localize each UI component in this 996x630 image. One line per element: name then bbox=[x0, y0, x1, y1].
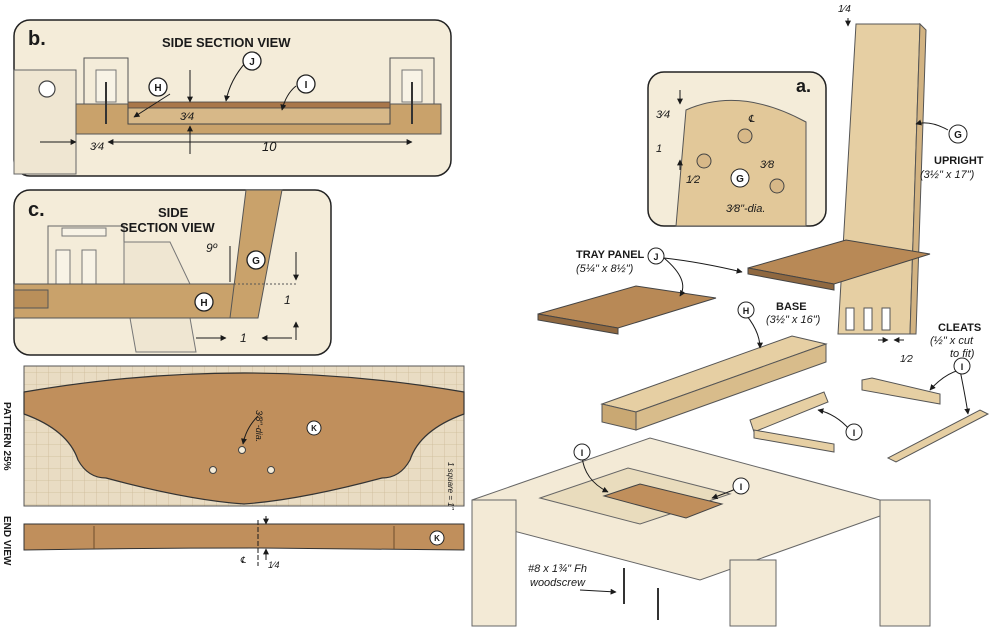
cleats-name: CLEATS bbox=[938, 322, 981, 334]
panel-a-detail: G a. 3⁄4 1 1⁄2 3⁄8 3⁄8"-dia. ℄ bbox=[647, 71, 827, 227]
callout-g-circle bbox=[246, 250, 266, 270]
grid-note: 1 square = 1" bbox=[446, 462, 455, 511]
cleats-size-line2: to fit) bbox=[950, 348, 975, 360]
tray-name: TRAY PANEL bbox=[576, 249, 645, 261]
panel-c-tag: c. bbox=[28, 199, 45, 221]
panel-b-tag: b. bbox=[28, 28, 46, 50]
upright-callout: G bbox=[954, 130, 962, 141]
upright-name: UPRIGHT bbox=[934, 155, 984, 167]
cleat-callout2: I bbox=[853, 428, 856, 438]
frame-callout: I bbox=[581, 448, 584, 458]
panel-a-dim-spacing: 1 bbox=[656, 143, 662, 155]
pattern-side-label: PATTERN 25% bbox=[1, 402, 12, 471]
panel-a-callout-g-circle bbox=[730, 168, 750, 188]
end-view-dim: 1⁄4 bbox=[268, 560, 280, 570]
base-size: (3½" x 16") bbox=[766, 314, 821, 326]
screw-line2: woodscrew bbox=[530, 577, 586, 589]
angle-label: 9º bbox=[206, 241, 218, 255]
frame-callout2: I bbox=[740, 482, 743, 492]
panel-a-callout-g: G bbox=[736, 174, 744, 185]
exploded-assembly: 1⁄4 G UPRIGHT (3½" x 17") TRAY PANEL (5¼… bbox=[471, 4, 990, 627]
callout-h: H bbox=[154, 83, 161, 94]
dim-length: 10 bbox=[262, 139, 277, 154]
panel-a-tag: a. bbox=[796, 76, 811, 96]
tray-callout: J bbox=[653, 252, 658, 262]
panel-c-title-line2: SECTION VIEW bbox=[120, 220, 215, 235]
base-callout-circle bbox=[737, 301, 755, 319]
tray-callout-circle bbox=[647, 247, 665, 265]
end-view-callout-k: K bbox=[434, 534, 440, 543]
callout-j: J bbox=[249, 57, 255, 68]
panel-b-side-section: b. SIDE SECTION VIEW J H I 3⁄4 3⁄4 10 bbox=[13, 19, 452, 177]
assembly-dim-top: 1⁄4 bbox=[838, 4, 851, 15]
panel-a-dim-offset: 3⁄8 bbox=[760, 159, 775, 171]
pattern-hole-label: 3⁄8"-dia. bbox=[254, 410, 264, 442]
callout-h-circle-c bbox=[194, 292, 214, 312]
panel-b-title: SIDE SECTION VIEW bbox=[162, 35, 291, 50]
pattern-25-percent: PATTERN 25% 3⁄8"-dia. K 1 square = 1" bbox=[1, 365, 465, 511]
panel-a-hole-label: 3⁄8"-dia. bbox=[726, 203, 765, 215]
upright-callout-circle bbox=[948, 124, 968, 144]
pattern-callout-k: K bbox=[311, 424, 317, 433]
pattern-callout-k-circle bbox=[306, 420, 322, 436]
tenon-dim: 1⁄2 bbox=[900, 354, 913, 365]
panel-c-side-section: c. SIDE SECTION VIEW 9º G H 1 1 bbox=[13, 189, 332, 356]
callout-i-circle bbox=[296, 74, 316, 94]
panel-a-centerline: ℄ bbox=[748, 114, 755, 125]
panel-a-dim-edge: 1⁄2 bbox=[686, 174, 700, 186]
callout-h-c: H bbox=[200, 298, 207, 309]
dim-edge: 3⁄4 bbox=[90, 141, 104, 153]
base-name: BASE bbox=[776, 301, 807, 313]
cleat-callout2-circle bbox=[845, 423, 863, 441]
cleats-callout: I bbox=[961, 362, 964, 372]
upright-size: (3½" x 17") bbox=[920, 169, 975, 181]
cleats-callout-circle bbox=[953, 357, 971, 375]
end-view: END VIEW K ℄ 1⁄4 bbox=[1, 516, 465, 570]
panel-a-dim-top: 3⁄4 bbox=[656, 109, 670, 121]
callout-h-circle bbox=[148, 77, 168, 97]
frame-callout2-circle bbox=[732, 477, 750, 495]
dim-thickness: 3⁄4 bbox=[180, 111, 194, 123]
tray-size: (5¼" x 8½") bbox=[576, 263, 634, 275]
end-view-callout-k-circle bbox=[429, 530, 445, 546]
panel-c-title-line1: SIDE bbox=[158, 205, 189, 220]
callout-i: I bbox=[305, 80, 308, 91]
screw-line1: #8 x 1¾" Fh bbox=[528, 563, 587, 575]
cleats-size-line1: (½" x cut bbox=[930, 335, 974, 347]
callout-g: G bbox=[252, 256, 260, 267]
end-view-centerline: ℄ bbox=[240, 555, 246, 565]
dim-height: 1 bbox=[284, 293, 291, 307]
frame-callout-circle bbox=[573, 443, 591, 461]
callout-j-circle bbox=[242, 51, 262, 71]
end-view-label: END VIEW bbox=[1, 516, 12, 566]
base-callout: H bbox=[743, 306, 750, 316]
dim-width: 1 bbox=[240, 331, 247, 345]
